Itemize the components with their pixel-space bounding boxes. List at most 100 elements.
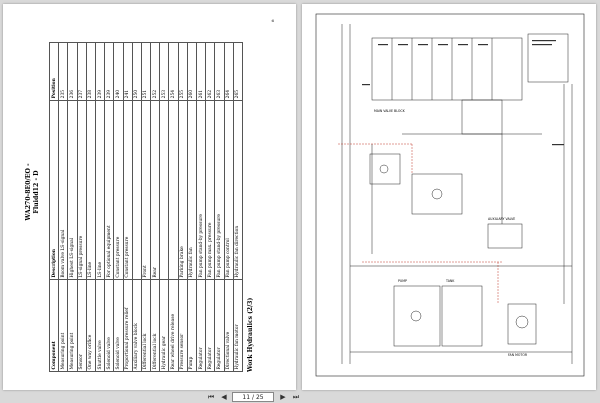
cell-description: Constant pressure (123, 100, 133, 280)
cell-component: Differential lock (150, 279, 160, 372)
cell-position: 253 (159, 42, 169, 101)
cell-position: 252 (150, 42, 160, 101)
label-pump: PUMP (398, 279, 407, 283)
cell-description: Fan pump stand-by pressure (196, 100, 206, 280)
cell-component: Regulator (205, 279, 215, 372)
cell-component: Hydraulic fan motor (233, 279, 243, 372)
cell-position: 254 (168, 42, 179, 101)
cell-position: 236 (67, 42, 78, 101)
left-page: 6 WA270-8E0/EO - Fluidd12 - D Component … (3, 4, 296, 390)
cell-description: LS-line (86, 100, 96, 280)
cell-position: 250 (132, 42, 142, 101)
cell-description: LS-signal pressure (77, 100, 87, 280)
cell-position: 241 (123, 42, 133, 101)
cell-component: Regulator (196, 279, 206, 372)
table-header-row: Component Description Position (49, 42, 59, 372)
cell-description: Rear (150, 100, 160, 280)
cell-position: 262 (205, 42, 215, 101)
cell-component: Directional valve (224, 279, 234, 372)
cell-description (159, 100, 169, 280)
cell-component: Hydraulic gear (159, 279, 169, 372)
cell-description (168, 100, 179, 280)
label-aux-block: AUXILIARY VALVE (488, 217, 515, 221)
cell-component: Regulator (214, 279, 225, 372)
cell-component: Proportional pressure relief (123, 279, 133, 372)
header-position: Position (49, 42, 59, 101)
next-page-icon[interactable]: ▶ (280, 393, 286, 401)
cell-description: For optional equipment (104, 100, 114, 280)
hydraulic-schematic: MAIN VALVE BLOCK AUXILIARY VALVE FAN MOT… (315, 13, 585, 377)
cell-description: Constant pressure (113, 100, 123, 280)
cell-position: 264 (224, 42, 234, 101)
cell-position: 263 (214, 42, 225, 101)
page-separator: / (251, 394, 255, 401)
cell-component: One way orifice (86, 279, 96, 372)
components-table: Component Description Position Measuring… (49, 42, 243, 372)
cell-component: Sensor (77, 279, 87, 372)
cell-description: Hydraulic fan (187, 100, 197, 280)
cell-description (132, 100, 142, 280)
first-page-icon[interactable]: ⏮ (207, 393, 215, 401)
cell-position: 235 (58, 42, 68, 101)
table-row: Auxiliary valve block 250 (132, 42, 142, 372)
cell-description: Fan pump stand-by pressure (214, 100, 225, 280)
cell-position: 238 (86, 42, 96, 101)
table-row: Hydraulic gear 253 (159, 42, 169, 372)
cell-position: 239 (104, 42, 114, 101)
right-page: MAIN VALVE BLOCK AUXILIARY VALVE FAN MOT… (302, 4, 596, 390)
cell-component: Auxiliary valve block (132, 279, 142, 372)
cell-position: 260 (187, 42, 197, 101)
cell-description: Fan pump control (224, 100, 234, 280)
cell-description: Front (141, 100, 151, 280)
cell-description: Parking brake (178, 100, 188, 280)
cell-description: LS-line (95, 100, 105, 280)
cell-component: Pressure sensor (178, 279, 188, 372)
cell-component: Measuring point (58, 279, 68, 372)
header-description: Description (49, 100, 59, 280)
cell-component: Solenoid valve (113, 279, 123, 372)
current-page: 11 (242, 394, 251, 401)
cell-component: Differential lock (141, 279, 151, 372)
last-page-icon[interactable]: ⏭ (292, 393, 300, 401)
section-title: Work Hydraulics (2/3) (247, 297, 254, 372)
total-pages: 25 (255, 394, 264, 401)
document-title-line1: WA270-8E0/EO - (25, 163, 32, 221)
cell-description: Highest LS-signal (67, 100, 78, 280)
label-tank: TANK (445, 279, 455, 283)
cell-position: 265 (233, 42, 243, 101)
cell-component: Measuring point (67, 279, 78, 372)
cell-position: 237 (77, 42, 87, 101)
cell-position: 239 (95, 42, 105, 101)
prev-page-icon[interactable]: ◀ (221, 393, 227, 401)
pdf-toolbar: ⏮ ◀ 11 / 25 ▶ ⏭ (0, 392, 600, 403)
cell-position: 251 (141, 42, 151, 101)
cell-description: Boom valve LS-signal (58, 100, 68, 280)
header-component: Component (49, 279, 59, 372)
document-title-line2: Fluidd12 - D (33, 170, 40, 214)
page-indicator[interactable]: 11 / 25 (232, 392, 274, 402)
document-title: WA270-8E0/EO - Fluidd12 - D (25, 122, 41, 262)
cell-component: Solenoid valve (104, 279, 114, 372)
cell-position: 261 (196, 42, 206, 101)
cell-description: Hydraulic fan direction (233, 100, 243, 280)
label-valve-block: MAIN VALVE BLOCK (374, 109, 406, 113)
page-number: 6 (271, 18, 274, 23)
label-fan: FAN MOTOR (508, 353, 528, 357)
